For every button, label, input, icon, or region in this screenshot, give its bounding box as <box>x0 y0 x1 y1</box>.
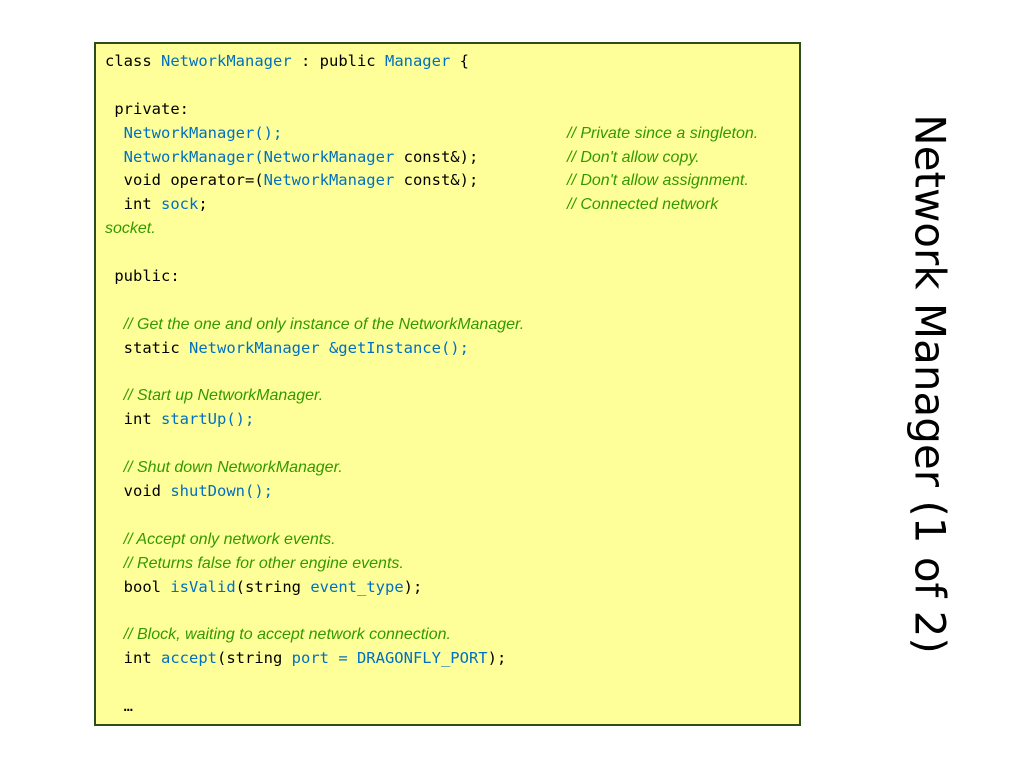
code-token: : public <box>291 52 385 70</box>
code-token: port = DRAGONFLY_PORT <box>291 649 488 668</box>
code-token: private: <box>105 99 189 118</box>
code-blank-line <box>105 361 791 385</box>
code-blank-line <box>105 289 791 313</box>
code-line: // Accept only network events. <box>105 528 791 552</box>
code-token: isValid <box>170 577 236 596</box>
code-token: sock <box>161 195 199 214</box>
code-line: // Shut down NetworkManager. <box>105 456 791 480</box>
code-token: startUp(); <box>161 410 255 429</box>
code-blank-line <box>105 432 791 456</box>
code-token: class <box>105 52 161 70</box>
code-line: // Block, waiting to accept network conn… <box>105 623 791 647</box>
code-line: void shutDown(); <box>105 480 791 504</box>
code-token: const&); <box>394 147 479 166</box>
code-token: shutDown(); <box>170 482 273 501</box>
code-line: // Get the one and only instance of the … <box>105 313 791 337</box>
code-token: bool <box>123 577 171 596</box>
code-token: NetworkManager(NetworkManager <box>123 147 395 166</box>
code-token: (string <box>235 577 311 596</box>
code-comment: // Private since a singleton. <box>567 124 759 142</box>
code-comment: // Accept only network events. <box>123 530 336 548</box>
code-comment: // Returns false for other engine events… <box>123 554 404 572</box>
code-blank-line <box>105 599 791 623</box>
code-blank-line <box>105 504 791 528</box>
code-blank-line <box>105 671 791 695</box>
code-line: public: <box>105 265 791 289</box>
code-line: static NetworkManager &getInstance(); <box>105 337 791 361</box>
ellipsis: … <box>123 697 134 716</box>
code-token: NetworkManager <box>161 52 292 70</box>
code-comment: socket. <box>105 220 156 238</box>
code-token: accept <box>161 649 217 668</box>
code-line: … <box>105 695 791 719</box>
code-line: // Returns false for other engine events… <box>105 552 791 576</box>
code-line: private: <box>105 98 791 122</box>
code-line: bool isValid(string event_type); <box>105 576 791 600</box>
code-line: int startUp(); <box>105 408 791 432</box>
code-line: socket. <box>105 217 791 241</box>
code-token: { <box>450 52 469 70</box>
code-line: int accept(string port = DRAGONFLY_PORT)… <box>105 647 791 671</box>
code-token: public: <box>105 267 180 286</box>
code-token: (string <box>217 649 292 668</box>
code-token: NetworkManager <box>263 171 395 190</box>
code-comment: // Start up NetworkManager. <box>123 387 324 405</box>
code-token: NetworkManager &getInstance(); <box>189 338 469 357</box>
code-token: ); <box>487 649 507 668</box>
code-line: NetworkManager(); // Private since a sing… <box>105 122 791 146</box>
code-token: event_type <box>310 577 404 596</box>
code-token: ; <box>198 195 208 214</box>
code-listing: class NetworkManager : public Manager { … <box>94 42 801 726</box>
code-token: int <box>123 649 161 668</box>
code-line: class NetworkManager : public Manager { <box>105 50 791 74</box>
code-comment: // Get the one and only instance of the … <box>123 315 525 333</box>
code-line: NetworkManager(NetworkManager const&); //… <box>105 146 791 170</box>
code-token: const&); <box>394 171 479 190</box>
code-token: Manager <box>384 52 451 70</box>
code-token: NetworkManager(); <box>123 123 283 142</box>
code-line: int sock; // Connected network <box>105 193 791 217</box>
code-comment: // Connected network <box>567 196 719 214</box>
code-token: int <box>123 195 161 214</box>
code-line: void operator=(NetworkManager const&); //… <box>105 169 791 193</box>
code-token: ); <box>403 577 423 596</box>
code-line: // Start up NetworkManager. <box>105 384 791 408</box>
slide-title: Network Manager (1 of 2) <box>905 114 955 654</box>
code-comment: // Block, waiting to accept network conn… <box>123 626 451 644</box>
code-comment: // Don't allow assignment. <box>567 172 749 190</box>
code-comment: // Shut down NetworkManager. <box>123 459 343 477</box>
code-blank-line <box>105 74 791 98</box>
code-token: void operator=( <box>123 171 264 190</box>
code-token: void <box>123 482 171 501</box>
code-blank-line <box>105 241 791 265</box>
code-comment: // Don't allow copy. <box>567 148 700 166</box>
code-token: int <box>123 410 161 429</box>
code-token: static <box>123 338 189 357</box>
